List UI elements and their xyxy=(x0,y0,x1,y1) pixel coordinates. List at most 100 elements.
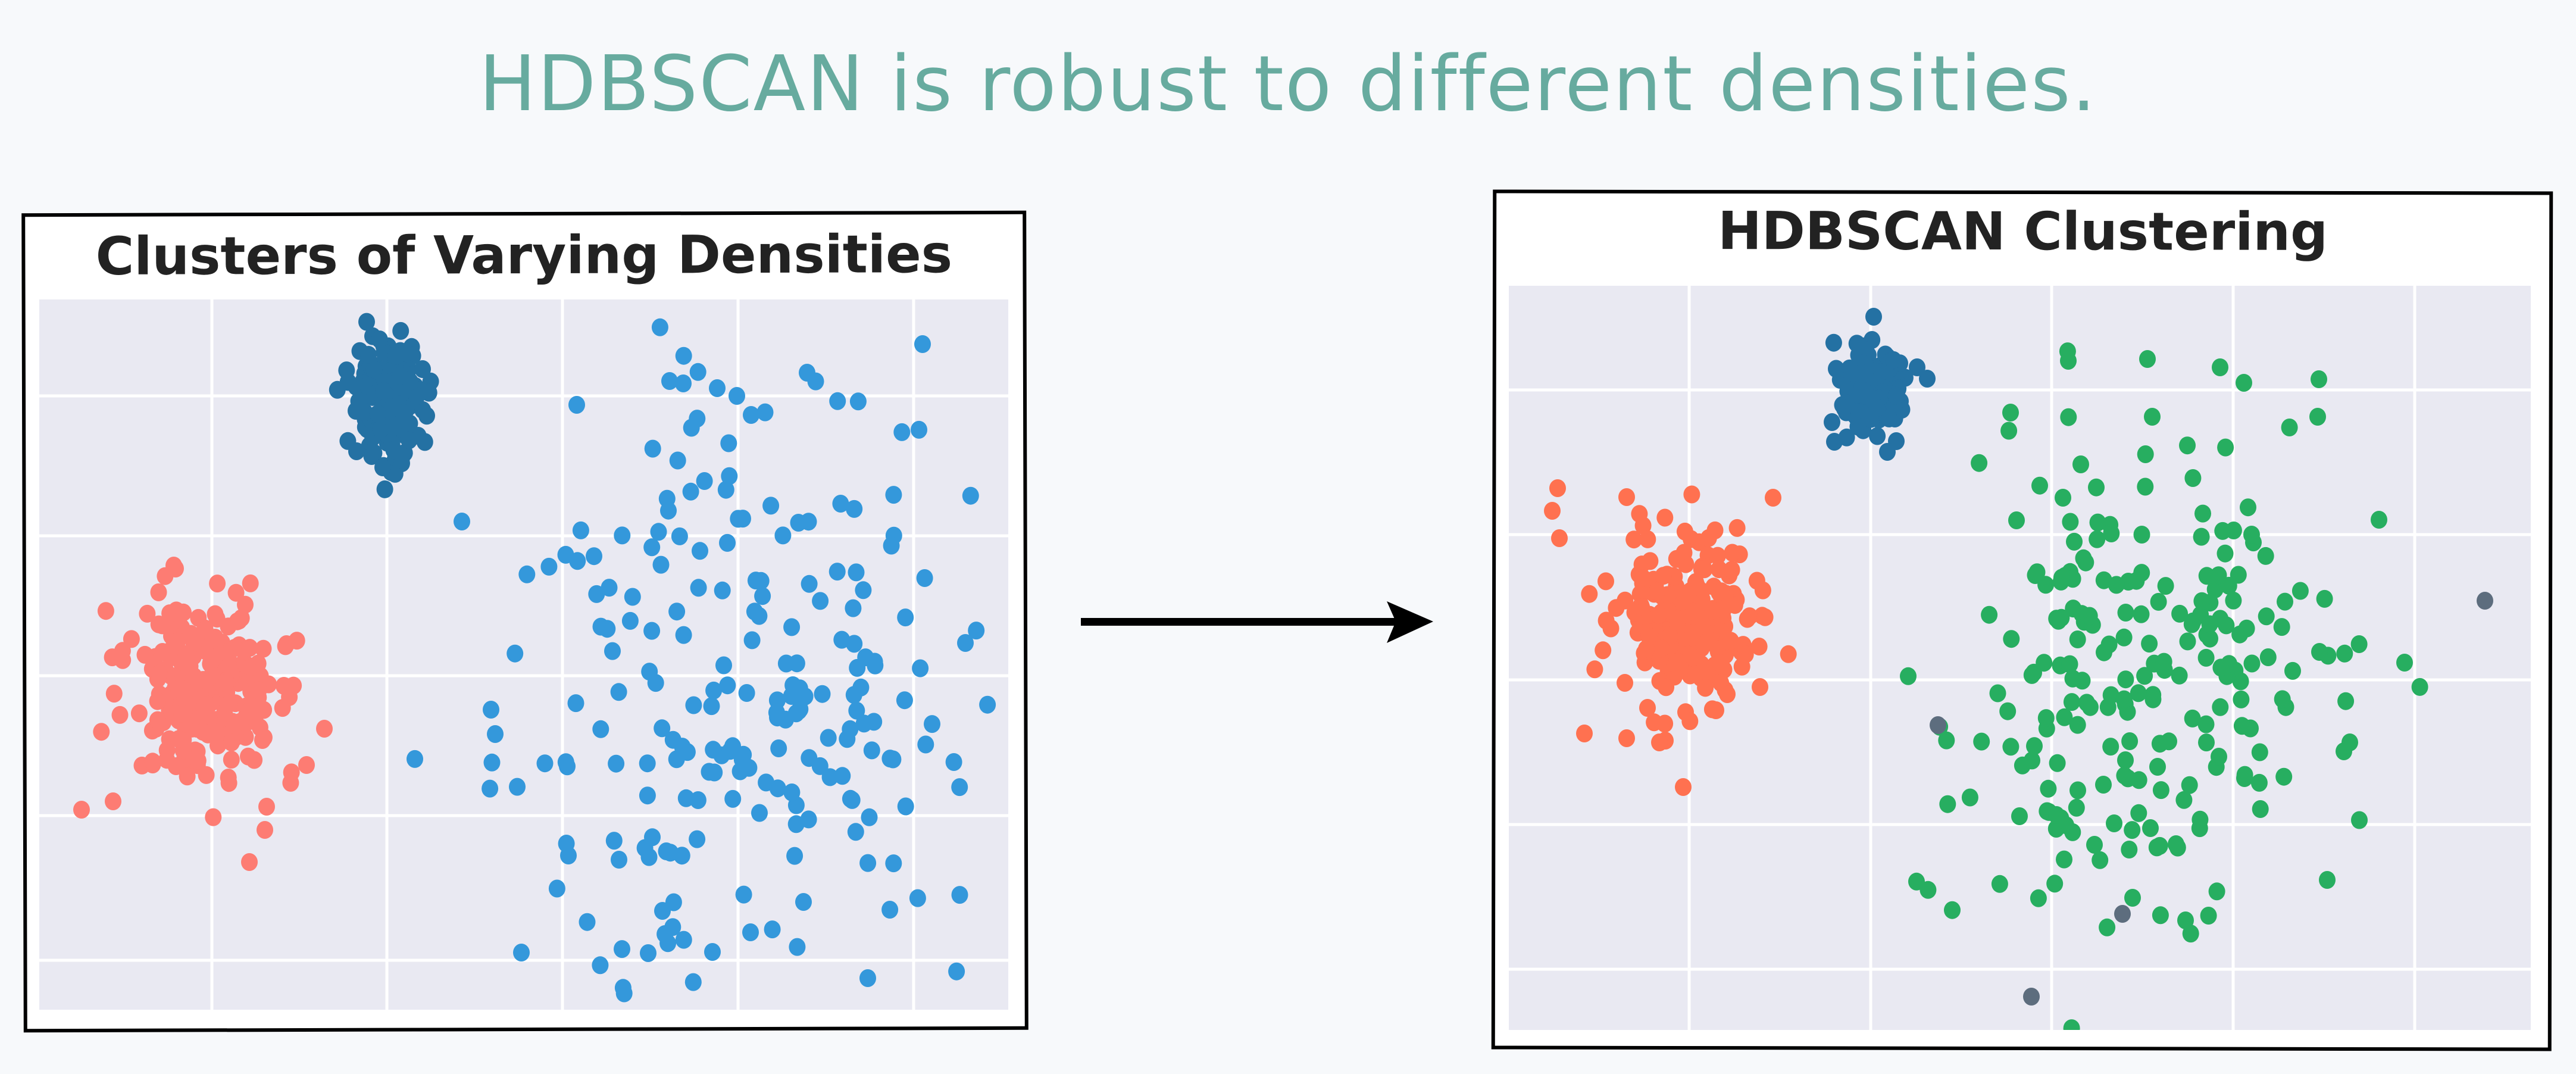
data-point xyxy=(897,797,914,816)
data-point xyxy=(2233,690,2250,708)
data-point xyxy=(2149,758,2166,776)
data-point xyxy=(2086,836,2103,854)
data-point xyxy=(2212,358,2228,376)
data-point xyxy=(2477,592,2493,610)
data-point xyxy=(387,347,404,365)
data-point xyxy=(743,631,761,650)
data-point xyxy=(255,639,272,658)
data-point xyxy=(881,750,899,768)
data-point xyxy=(2201,615,2218,633)
data-point xyxy=(2002,404,2019,422)
data-point xyxy=(392,367,409,385)
data-point xyxy=(621,611,639,630)
data-point xyxy=(513,944,530,961)
data-point xyxy=(2055,489,2071,507)
data-point xyxy=(386,464,404,483)
data-point xyxy=(2117,604,2134,622)
data-point xyxy=(241,853,258,871)
data-point xyxy=(839,730,856,748)
data-point xyxy=(2214,522,2231,540)
data-point xyxy=(829,563,846,581)
data-point xyxy=(220,774,237,792)
data-point xyxy=(518,565,536,583)
data-point xyxy=(1687,665,1705,683)
data-point xyxy=(951,778,968,797)
data-point xyxy=(801,749,818,767)
data-point xyxy=(790,514,807,532)
data-point xyxy=(1862,410,1879,428)
data-point xyxy=(385,441,402,460)
data-point xyxy=(1651,733,1668,751)
series-high-density-cluster xyxy=(329,313,439,498)
data-point xyxy=(650,523,667,541)
data-point xyxy=(170,730,187,748)
data-point xyxy=(2211,748,2227,766)
data-point xyxy=(2102,686,2119,704)
data-point xyxy=(783,618,801,636)
data-point xyxy=(2063,1019,2080,1030)
data-point xyxy=(2193,592,2211,610)
data-point xyxy=(2152,781,2169,800)
data-point xyxy=(911,420,927,439)
data-point xyxy=(1754,581,1771,600)
series-medium-density-cluster xyxy=(73,557,333,871)
data-point xyxy=(796,687,814,705)
data-point xyxy=(2157,577,2174,595)
data-point xyxy=(859,969,876,987)
data-point xyxy=(1638,640,1655,658)
data-point xyxy=(848,563,865,582)
data-point xyxy=(2155,652,2172,671)
data-point xyxy=(2184,469,2202,487)
data-point xyxy=(1598,572,1614,591)
data-point xyxy=(832,495,849,513)
data-point xyxy=(371,330,388,349)
data-point xyxy=(855,714,873,733)
data-point xyxy=(658,842,675,860)
data-point xyxy=(2037,709,2055,728)
data-point xyxy=(787,815,805,833)
data-point xyxy=(93,723,110,741)
data-point xyxy=(2137,445,2154,463)
data-point xyxy=(2069,630,2086,648)
data-point xyxy=(881,901,899,919)
data-point xyxy=(2217,438,2234,457)
data-point xyxy=(924,715,940,733)
data-point xyxy=(735,885,752,904)
data-point xyxy=(1639,699,1656,717)
data-point xyxy=(185,667,202,685)
data-point xyxy=(2092,851,2109,869)
data-point xyxy=(416,433,433,451)
data-point xyxy=(2171,666,2188,685)
data-point xyxy=(154,643,171,661)
data-point xyxy=(2217,544,2234,563)
data-point xyxy=(2252,800,2269,818)
data-point xyxy=(847,823,864,841)
data-point xyxy=(1581,585,1598,603)
data-point xyxy=(1684,623,1702,642)
data-point xyxy=(1712,654,1729,672)
data-point xyxy=(843,791,861,809)
data-point xyxy=(846,635,863,653)
data-point xyxy=(1656,508,1674,527)
data-point xyxy=(2181,776,2198,794)
data-point xyxy=(2319,871,2336,889)
data-point xyxy=(179,767,196,786)
data-point xyxy=(2233,717,2250,735)
data-point xyxy=(374,458,391,476)
data-point xyxy=(2251,743,2268,761)
data-point xyxy=(916,569,933,587)
data-point xyxy=(149,692,166,710)
data-point xyxy=(685,696,702,714)
data-point xyxy=(2259,648,2277,666)
data-point xyxy=(223,733,240,752)
data-point xyxy=(2124,889,2141,907)
data-point xyxy=(1938,731,1955,750)
data-point xyxy=(1650,605,1667,624)
data-point xyxy=(2056,708,2073,726)
data-point xyxy=(2053,569,2070,587)
data-point xyxy=(1825,333,1842,352)
data-point xyxy=(746,602,763,621)
data-point xyxy=(2351,811,2368,829)
data-point xyxy=(1856,364,1874,383)
data-point xyxy=(360,346,377,364)
